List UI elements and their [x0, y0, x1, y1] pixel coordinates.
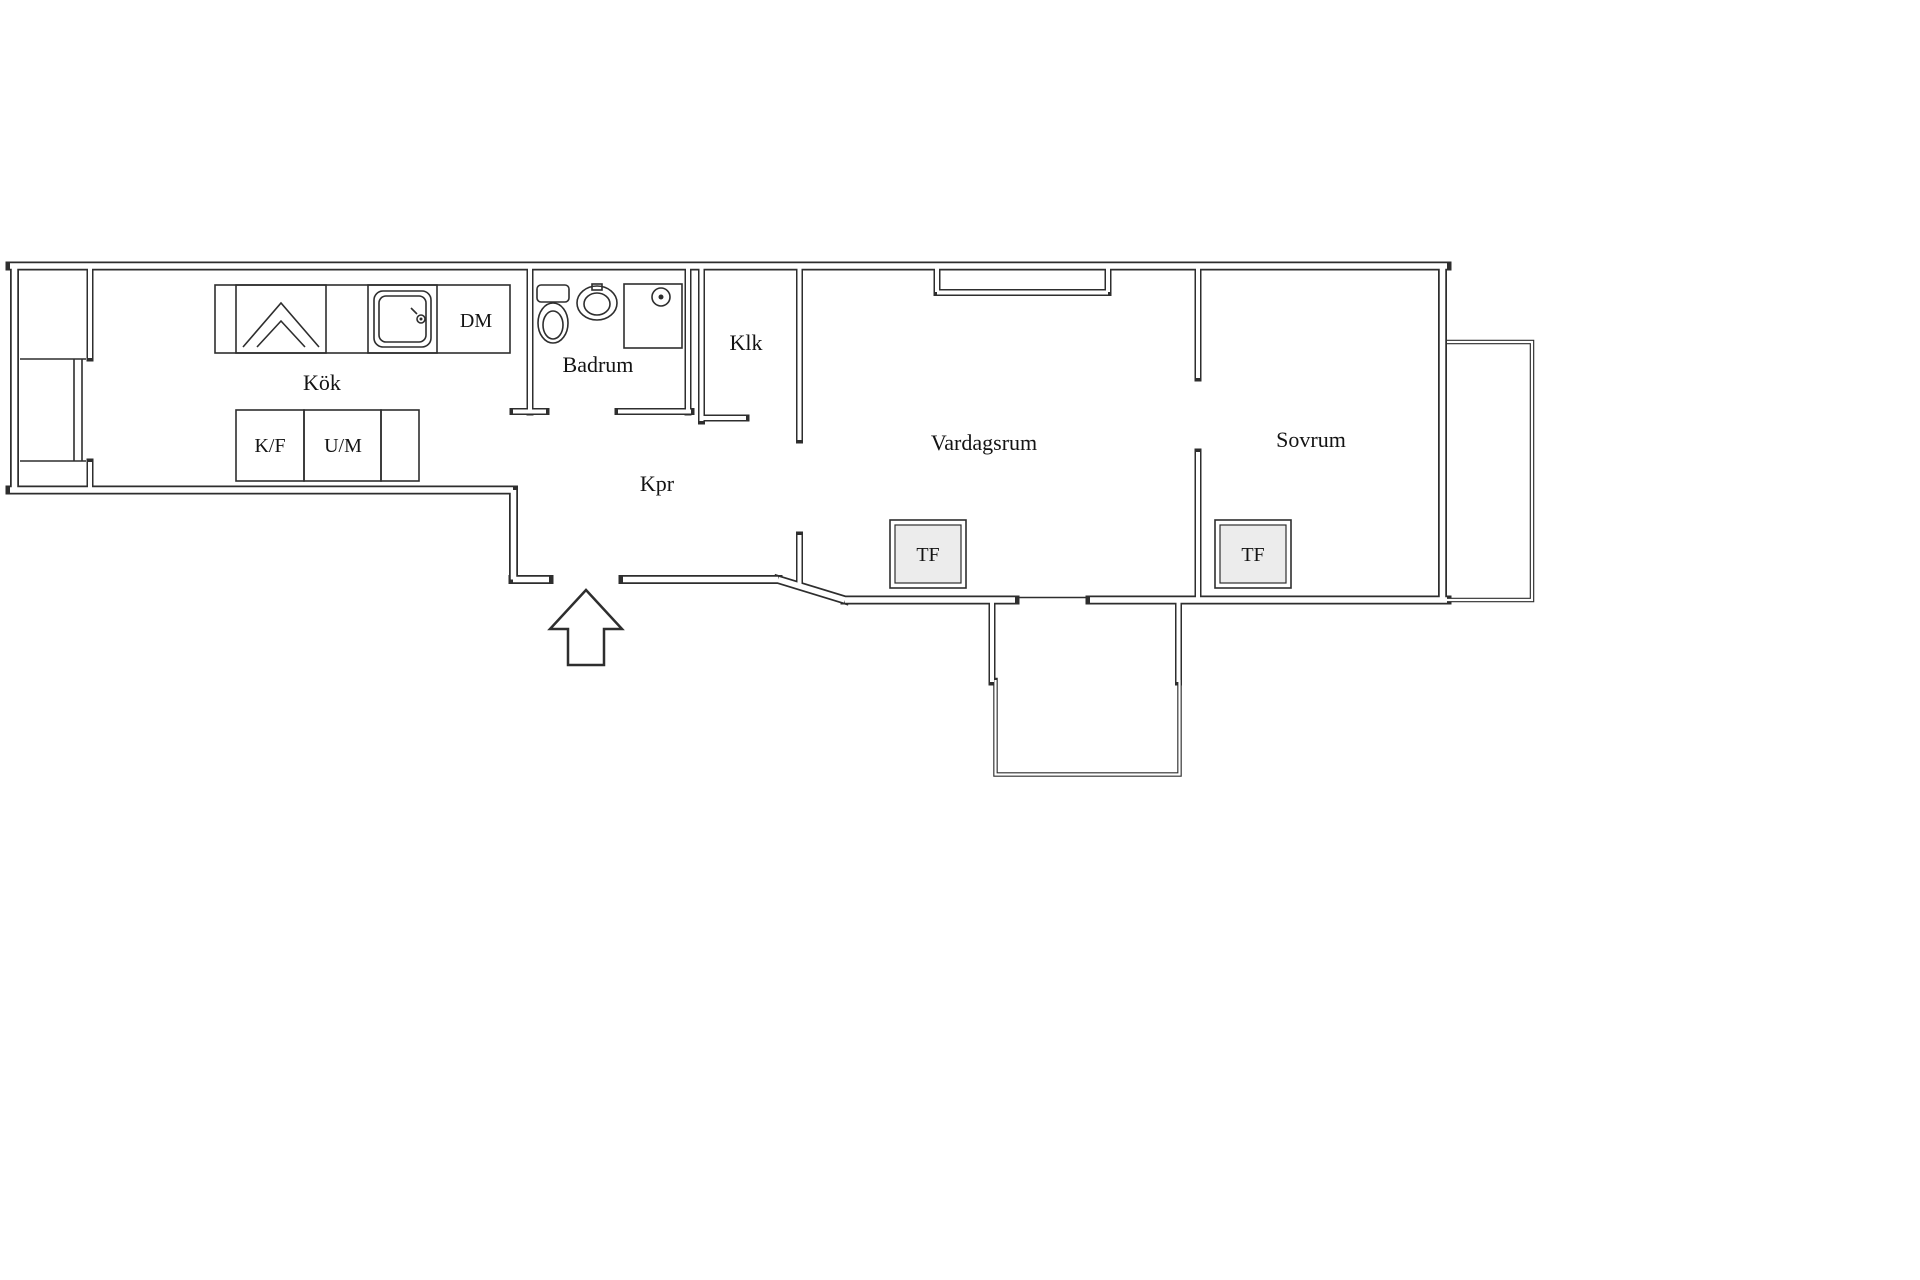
washbasin-icon	[576, 283, 618, 321]
appliance-label-fridge-freezer: K/F	[254, 435, 285, 457]
appliance-label-oven-microwave: U/M	[324, 435, 362, 457]
cabinet-box	[380, 409, 420, 482]
tf-unit-living-room: TF	[889, 519, 967, 589]
entrance-arrow-icon	[547, 588, 625, 667]
room-label-bathroom: Badrum	[563, 352, 634, 377]
tf-bedroom-label: TF	[1241, 544, 1264, 566]
interior-wall-core	[88, 268, 1200, 682]
sink-icon	[367, 284, 438, 354]
exterior-wall-core	[10, 263, 1447, 603]
room-labels: Kök Badrum Klk Kpr Vardagsrum Sovrum	[303, 330, 1346, 496]
balcony-railings-core	[994, 340, 1534, 776]
window-icon	[20, 358, 86, 462]
shower-icon	[623, 283, 683, 349]
counter-outline	[214, 284, 511, 354]
room-label-hallway: Kpr	[640, 471, 675, 496]
room-label-closet: Klk	[730, 330, 763, 355]
bathroom-fixtures	[536, 283, 683, 349]
stove-hood-icon	[235, 284, 327, 354]
kitchen-appliance-boxes	[235, 409, 420, 482]
kitchen-counter	[214, 284, 511, 354]
room-label-kitchen: Kök	[303, 370, 341, 395]
tf-living-room-label: TF	[916, 544, 939, 566]
appliance-labels: DM K/F U/M	[254, 310, 492, 457]
room-label-bedroom: Sovrum	[1276, 427, 1346, 452]
room-label-living-room: Vardagsrum	[931, 430, 1037, 455]
wall-cores	[10, 263, 1534, 776]
appliance-label-dishwasher: DM	[460, 310, 492, 332]
tf-unit-bedroom: TF	[1214, 519, 1292, 589]
exterior-walls	[5, 261, 1535, 777]
toilet-icon	[536, 284, 570, 344]
